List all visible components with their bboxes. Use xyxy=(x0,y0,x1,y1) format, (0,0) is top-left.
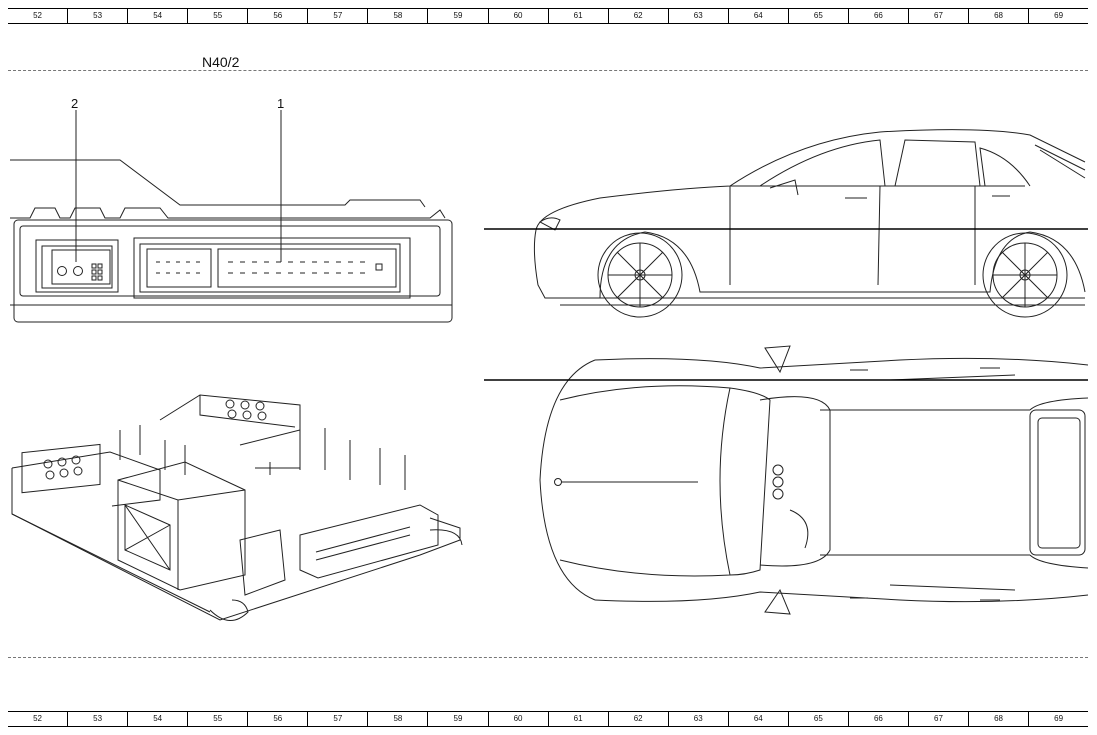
grid-column: 67 xyxy=(907,712,968,726)
grid-ruler-bottom: 52 53 54 55 56 57 58 59 60 61 62 63 64 6… xyxy=(8,711,1088,727)
component-code: N40/2 xyxy=(202,54,240,70)
vehicle-top-view xyxy=(484,345,1089,615)
grid-column: 65 xyxy=(787,712,848,726)
grid-column: 53 xyxy=(67,712,127,726)
callout-label-1: 1 xyxy=(277,96,285,111)
grid-column: 61 xyxy=(547,9,608,23)
grid-column: 55 xyxy=(187,712,247,726)
grid-column: 53 xyxy=(67,9,127,23)
grid-column: 63 xyxy=(667,712,728,726)
callout-label-2: 2 xyxy=(71,96,79,111)
grid-column: 62 xyxy=(607,9,668,23)
grid-column: 57 xyxy=(307,9,367,23)
grid-column: 67 xyxy=(907,9,968,23)
control-unit-isometric-view xyxy=(11,394,463,621)
grid-column: 59 xyxy=(427,9,487,23)
control-unit-side-view xyxy=(10,110,453,323)
grid-column: 56 xyxy=(247,712,307,726)
grid-column: 58 xyxy=(367,712,427,726)
grid-column: 61 xyxy=(547,712,608,726)
grid-column: 69 xyxy=(1028,712,1088,726)
grid-column: 64 xyxy=(727,712,788,726)
grid-column: 57 xyxy=(307,712,367,726)
vehicle-side-view xyxy=(484,129,1088,318)
grid-column: 60 xyxy=(487,712,548,726)
grid-column: 64 xyxy=(727,9,788,23)
grid-column: 58 xyxy=(367,9,427,23)
grid-column: 62 xyxy=(607,712,668,726)
grid-column: 63 xyxy=(667,9,728,23)
grid-column: 52 xyxy=(33,714,42,723)
grid-column: 66 xyxy=(847,9,908,23)
grid-column: 60 xyxy=(487,9,548,23)
grid-column: 68 xyxy=(968,9,1028,23)
dashed-separator-top xyxy=(8,70,1088,71)
grid-column: 68 xyxy=(968,712,1028,726)
grid-column: 56 xyxy=(247,9,307,23)
grid-column: 59 xyxy=(427,712,487,726)
grid-column: 52 xyxy=(33,11,42,20)
dashed-separator-bottom xyxy=(8,657,1088,658)
grid-column: 55 xyxy=(187,9,247,23)
grid-column: 54 xyxy=(127,9,187,23)
grid-column: 65 xyxy=(787,9,848,23)
grid-column: 69 xyxy=(1028,9,1088,23)
grid-column: 54 xyxy=(127,712,187,726)
grid-ruler-top: 52 53 54 55 56 57 58 59 60 61 62 63 64 6… xyxy=(8,8,1088,24)
grid-column: 66 xyxy=(847,712,908,726)
